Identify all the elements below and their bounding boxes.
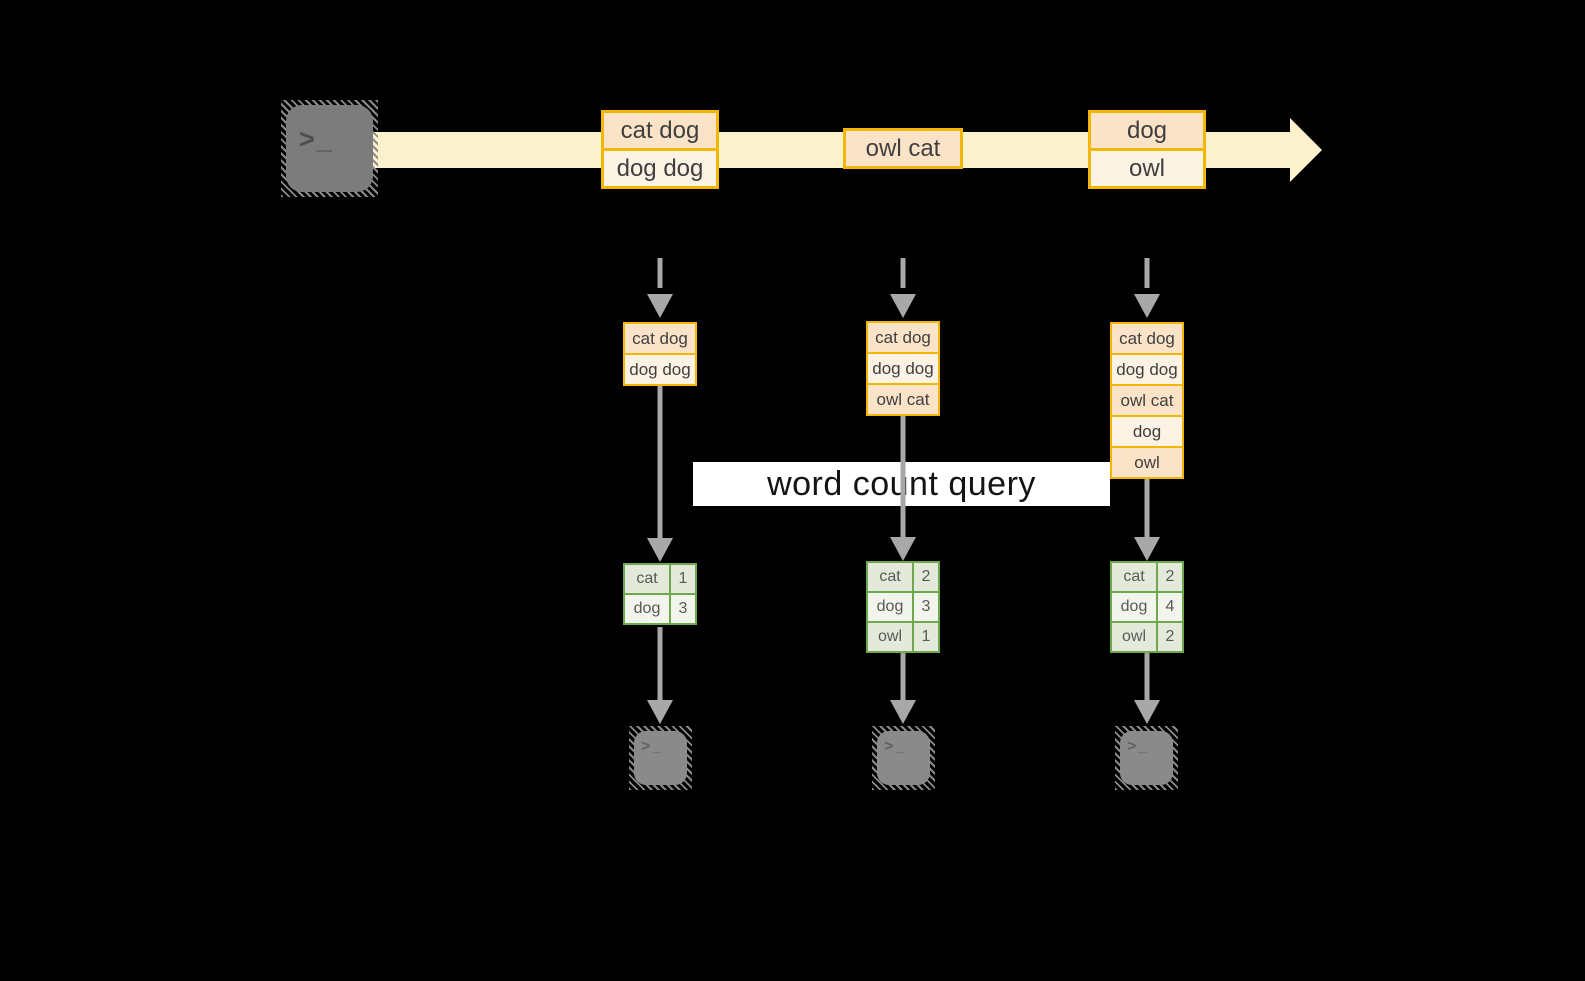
state-entry: cat dog [1112,324,1182,353]
terminal-sink-icon: >_ [1115,726,1178,790]
query-arrow-line [1144,479,1150,537]
count-word: cat [868,563,912,591]
terminal-body [877,731,930,785]
terminal-sink-icon: >_ [629,726,692,790]
terminal-body [1120,731,1173,785]
batch-arrow-head-icon [647,294,673,318]
state-entry: owl cat [1112,386,1182,415]
state-entry: cat dog [625,324,695,353]
batch-arrow-head-icon [890,294,916,318]
terminal-prompt-icon: >_ [641,738,664,755]
terminal-body [634,731,687,785]
state-entry: dog dog [1112,355,1182,384]
terminal-body [286,105,373,192]
count-word: cat [625,565,669,593]
terminal-source-icon: >_ [281,100,378,197]
terminal-prompt-icon: >_ [1127,738,1150,755]
count-word: owl [1112,623,1156,651]
count-word: cat [1112,563,1156,591]
state-entry: owl cat [868,385,938,414]
stream-arrowhead-icon [1290,118,1322,182]
batch-arrow-dash [657,258,663,288]
stream-batch-3: dog owl [1088,110,1206,189]
terminal-sink-icon: >_ [872,726,935,790]
stream-record: cat dog [604,113,716,148]
query-arrow-line [657,386,663,538]
count-value: 1 [671,565,695,593]
state-entry: dog dog [868,354,938,383]
batch-arrow-dash [1144,258,1150,288]
count-value: 2 [1158,623,1182,651]
stream-batch-1: cat dog dog dog [601,110,719,189]
count-value: 3 [671,595,695,623]
query-arrow-head-icon [647,538,673,562]
count-value: 3 [914,593,938,621]
sink-arrow-head-icon [890,700,916,724]
batch-arrow-dash [900,258,906,288]
sink-arrow-head-icon [647,700,673,724]
stream-record: dog [1091,113,1203,148]
state-box-1: cat dog dog dog [623,322,697,386]
sink-arrow-line [657,627,663,700]
count-word: owl [868,623,912,651]
query-arrow-head-icon [1134,537,1160,561]
count-table-2: cat 2 dog 3 owl 1 [866,561,940,653]
query-arrow-head-icon [890,537,916,561]
count-table-1: cat 1 dog 3 [623,563,697,625]
count-word: dog [625,595,669,623]
batch-arrow-head-icon [1134,294,1160,318]
sink-arrow-line [1144,653,1150,700]
sink-arrow-line [900,653,906,700]
count-value: 2 [914,563,938,591]
state-entry: cat dog [868,323,938,352]
stream-batch-2: owl cat [843,128,963,169]
sink-arrow-head-icon [1134,700,1160,724]
state-entry: dog dog [625,355,695,384]
query-arrow-line [900,416,906,537]
state-entry: owl [1112,448,1182,477]
terminal-prompt-icon: >_ [884,738,907,755]
state-box-3: cat dog dog dog owl cat dog owl [1110,322,1184,479]
state-box-2: cat dog dog dog owl cat [866,321,940,416]
count-table-3: cat 2 dog 4 owl 2 [1110,561,1184,653]
count-word: dog [868,593,912,621]
count-word: dog [1112,593,1156,621]
count-value: 1 [914,623,938,651]
stream-record: owl [1091,151,1203,186]
count-value: 2 [1158,563,1182,591]
count-value: 4 [1158,593,1182,621]
state-entry: dog [1112,417,1182,446]
terminal-prompt-icon: >_ [299,124,334,154]
stream-record: owl cat [846,131,960,166]
stream-record: dog dog [604,151,716,186]
